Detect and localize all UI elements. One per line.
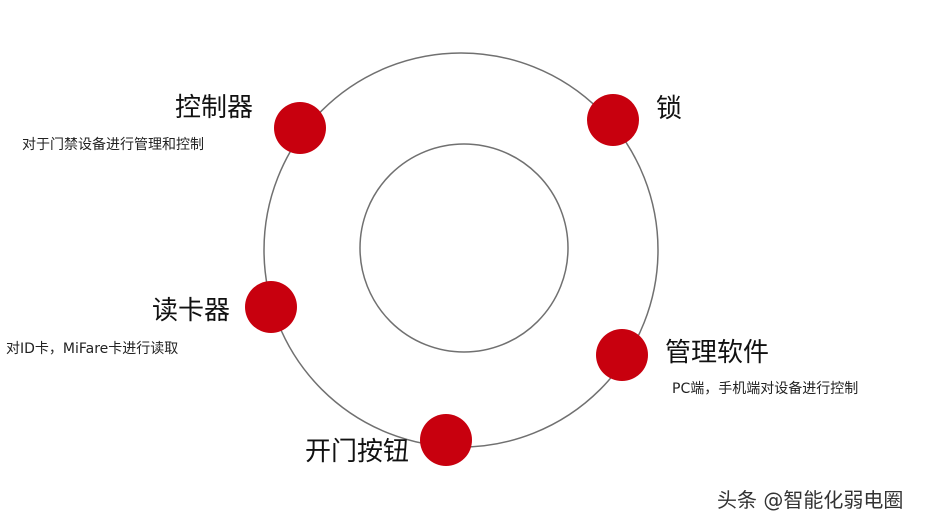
inner-ring <box>359 143 569 353</box>
node-description-management-software: PC端，手机端对设备进行控制 <box>672 381 859 397</box>
node-description-controller: 对于门禁设备进行管理和控制 <box>22 137 204 153</box>
node-dot-management-software <box>596 329 648 381</box>
node-title-lock: 锁 <box>656 94 683 124</box>
watermark-text: 头条 @智能化弱电圈 <box>717 488 904 512</box>
node-title-card-reader: 读卡器 <box>152 296 231 326</box>
node-description-card-reader: 对ID卡，MiFare卡进行读取 <box>6 341 179 357</box>
node-title-management-software: 管理软件 <box>665 338 770 368</box>
node-dot-lock <box>587 94 639 146</box>
node-dot-card-reader <box>245 281 297 333</box>
node-title-open-button: 开门按钮 <box>305 437 410 467</box>
node-dot-open-button <box>420 414 472 466</box>
node-dot-controller <box>274 102 326 154</box>
node-title-controller: 控制器 <box>175 93 254 123</box>
